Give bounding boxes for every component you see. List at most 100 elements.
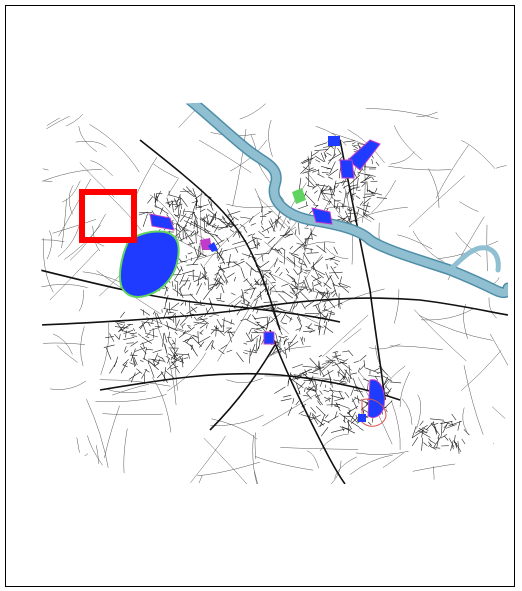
- street-segment: [287, 406, 293, 416]
- street-segment: [175, 353, 189, 356]
- street-segment: [314, 155, 325, 162]
- field-line: [197, 461, 260, 476]
- street-segment: [243, 292, 249, 294]
- field-line: [264, 241, 310, 273]
- street-segment: [298, 222, 300, 235]
- street-segment: [174, 331, 178, 335]
- street-segment: [139, 339, 154, 345]
- street-segment: [214, 224, 219, 233]
- street-segment: [315, 305, 320, 314]
- street-segment: [209, 213, 215, 225]
- street-segment: [248, 252, 251, 259]
- street-segment: [332, 293, 336, 298]
- street-segment: [186, 336, 192, 343]
- field-line: [382, 452, 404, 468]
- street-segment: [193, 321, 207, 325]
- street-segment: [368, 189, 374, 195]
- street-segment: [210, 201, 213, 207]
- street-segment: [253, 316, 269, 320]
- field-line: [106, 193, 142, 231]
- street-segment: [318, 423, 326, 427]
- street-segment: [422, 427, 429, 431]
- street-segment: [329, 256, 336, 261]
- street-segment: [448, 438, 455, 448]
- street-segment: [124, 350, 129, 354]
- street-segment: [342, 415, 353, 417]
- river-fill: [186, 100, 508, 297]
- street-segment: [310, 228, 313, 240]
- field-line: [112, 383, 150, 396]
- street-segment: [327, 415, 339, 423]
- street-segment: [344, 369, 353, 380]
- street-segment: [237, 231, 241, 239]
- field-line: [322, 314, 369, 357]
- field-line: [41, 284, 88, 288]
- field-line: [388, 166, 452, 171]
- street-segment: [190, 344, 198, 357]
- river-branch: [447, 245, 501, 273]
- street-segment: [184, 229, 189, 232]
- street-segment: [195, 282, 203, 295]
- street-segment: [236, 352, 244, 363]
- street-segment: [363, 202, 369, 216]
- street-segment: [211, 223, 216, 227]
- street-segment: [311, 151, 319, 157]
- street-segment: [172, 288, 182, 296]
- street-segment: [305, 385, 315, 394]
- street-segment: [177, 328, 184, 331]
- street-segment: [267, 229, 270, 234]
- street-segment: [156, 193, 158, 202]
- zone-centre: [263, 331, 275, 345]
- street-segment: [356, 177, 359, 191]
- street-segment: [375, 161, 380, 166]
- street-segment: [294, 229, 297, 235]
- street-segment: [177, 209, 182, 223]
- street-segment: [187, 326, 192, 330]
- street-segment: [143, 347, 147, 361]
- field-line: [239, 103, 266, 120]
- street-segment: [350, 387, 355, 396]
- street-segment: [204, 282, 206, 286]
- street-segment: [344, 210, 352, 225]
- street-segment: [291, 289, 299, 299]
- street-segment: [317, 400, 321, 406]
- street-segment: [261, 254, 264, 262]
- street-segment: [298, 262, 307, 266]
- field-line: [280, 447, 359, 450]
- street-segment: [389, 381, 402, 384]
- street-segment: [156, 192, 163, 195]
- street-segment: [178, 233, 181, 239]
- street-segment: [285, 268, 290, 274]
- field-line: [42, 238, 54, 293]
- street-segment: [445, 424, 457, 429]
- street-segment: [253, 330, 258, 333]
- street-segment: [451, 413, 457, 421]
- street-segment: [168, 201, 174, 208]
- street-segment: [373, 368, 380, 372]
- field-line: [41, 475, 83, 484]
- street-segment: [321, 185, 330, 194]
- street-segment: [160, 208, 169, 215]
- street-segment: [332, 356, 346, 362]
- street-segment: [182, 208, 185, 215]
- field-line: [41, 342, 85, 349]
- street-segment: [227, 208, 234, 221]
- street-segment: [371, 176, 375, 181]
- street-segment: [129, 354, 138, 356]
- street-segment: [249, 348, 251, 364]
- street-segment: [281, 283, 289, 287]
- street-segment: [304, 275, 310, 290]
- street-segment: [286, 256, 296, 265]
- field-line: [255, 456, 314, 471]
- street-segment: [332, 282, 338, 297]
- field-line: [41, 180, 53, 187]
- street-segment: [252, 349, 257, 352]
- street-segment: [360, 182, 367, 184]
- street-segment: [256, 322, 267, 333]
- street-segment: [299, 325, 302, 332]
- street-segment: [114, 333, 120, 340]
- field-line: [254, 432, 257, 459]
- street-segment: [329, 271, 343, 274]
- street-segment: [188, 282, 192, 290]
- street-segment: [205, 339, 214, 351]
